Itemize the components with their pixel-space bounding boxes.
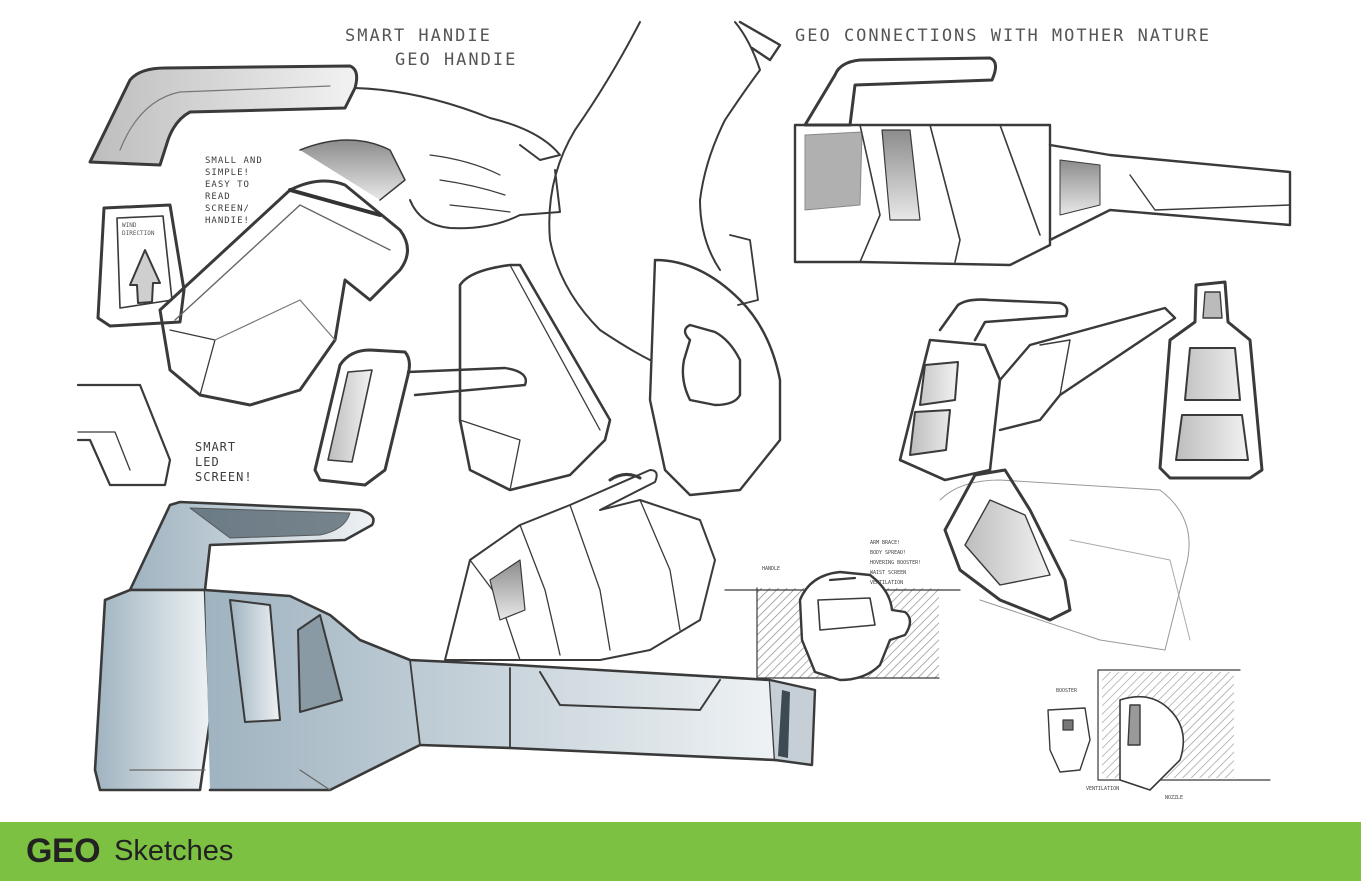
- sketch-bottom-right-detail: [1047, 669, 1271, 791]
- sketch-trapezoid-front: [1158, 280, 1264, 480]
- annotation-ventilation: VENTILATION: [1086, 786, 1120, 792]
- sketch-drawings: [76, 20, 1292, 792]
- sketch-rotated-device: [158, 179, 409, 407]
- sketch-device-boxes: [898, 298, 1177, 482]
- sketch-led-screen-handle: [313, 348, 527, 487]
- annotation-connections: GEO CONNECTIONS WITH MOTHER NATURE: [795, 26, 1211, 46]
- annotation-smart-handie: SMART HANDIE: [345, 26, 492, 46]
- footer-bar: GEO Sketches: [0, 822, 1361, 881]
- annotation-small-simple: SMALL AND SIMPLE! EASY TO READ SCREEN/ H…: [205, 156, 263, 226]
- sketch-wind-direction-panel: [96, 203, 186, 328]
- sketch-scene-handie: [724, 570, 961, 682]
- sketch-hand-holding: [548, 20, 782, 497]
- sketch-big-blue-device: [93, 500, 817, 792]
- annotation-handle: HANDLE: [762, 566, 781, 572]
- sketch-hand-blocks: [444, 469, 716, 661]
- annotation-booster: BOOSTER: [1056, 688, 1078, 694]
- sketch-partial-left: [76, 383, 172, 487]
- annotation-wind-direction: WIND DIRECTION: [122, 222, 155, 237]
- sketch-angled-block: [458, 263, 612, 492]
- annotation-smart-led: SMART LED SCREEN!: [195, 440, 253, 484]
- sketch-long-device: [793, 56, 1292, 267]
- annotation-nozzle: NOZZLE: [1165, 795, 1184, 801]
- sketch-arm-brace: [939, 468, 1191, 651]
- annotation-arm-notes: ARM BRACE! BODY SPREAD! HOVERING BOOSTER…: [870, 540, 922, 586]
- footer-subtitle: Sketches: [114, 835, 234, 867]
- sketch-sheet: SMART HANDIE GEO HANDIE GEO CONNECTIONS …: [76, 20, 1292, 801]
- sketch-handle-with-hand: [88, 64, 561, 230]
- annotation-geo-handie: GEO HANDIE: [395, 50, 518, 70]
- footer-brand: GEO: [26, 832, 101, 870]
